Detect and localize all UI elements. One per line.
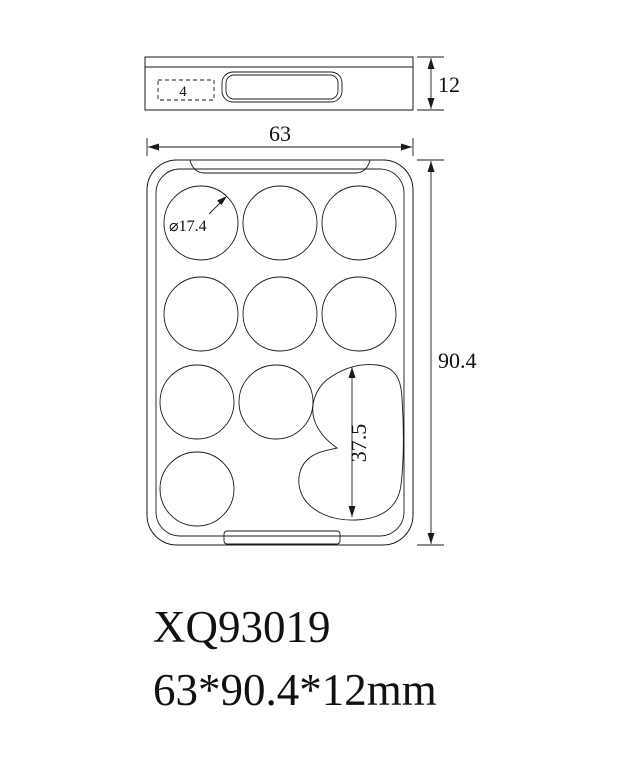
heart-pan bbox=[298, 364, 404, 521]
pan-circle bbox=[321, 276, 397, 352]
width-label: 63 bbox=[269, 121, 291, 146]
arrowhead-icon bbox=[427, 98, 435, 109]
arrowhead-icon bbox=[427, 161, 435, 172]
arrowhead-icon bbox=[217, 196, 227, 205]
clasp-outer-outline bbox=[221, 71, 343, 103]
heart-height-dimension: 37.5 bbox=[346, 367, 371, 517]
pan-circle bbox=[159, 451, 235, 527]
pan-diameter-callout: ⌀17.4 bbox=[169, 196, 227, 235]
arrowhead-icon bbox=[148, 143, 159, 151]
pan-circle bbox=[163, 276, 239, 352]
size-text: 63*90.4*12mm bbox=[153, 665, 437, 715]
pan-circle bbox=[163, 185, 239, 261]
height-label: 90.4 bbox=[438, 348, 477, 373]
pan-circle bbox=[238, 364, 314, 440]
height-dimension: 90.4 bbox=[417, 159, 477, 546]
palette-inner-wall bbox=[155, 168, 405, 537]
inner-depth-label: 4 bbox=[179, 84, 187, 100]
arrowhead-icon bbox=[348, 506, 356, 517]
lid-notch bbox=[189, 159, 371, 174]
pan-circle bbox=[159, 364, 235, 440]
hidden-depth-dashed-box bbox=[157, 79, 215, 101]
width-dimension: 63 bbox=[146, 121, 414, 156]
thickness-label: 12 bbox=[438, 72, 460, 97]
product-code: XQ93019 bbox=[153, 602, 331, 652]
front-view: ⌀17.4 37.5 bbox=[146, 159, 414, 546]
palette-outer-outline bbox=[146, 159, 414, 546]
heart-height-label: 37.5 bbox=[346, 424, 371, 463]
side-view-outline bbox=[144, 56, 414, 111]
arrowhead-icon bbox=[348, 367, 356, 378]
pan-circle bbox=[242, 276, 318, 352]
arrowhead-icon bbox=[427, 533, 435, 544]
arrowhead-icon bbox=[401, 143, 412, 151]
title-block: XQ93019 63*90.4*12mm bbox=[153, 602, 437, 715]
pan-diameter-label: ⌀17.4 bbox=[169, 218, 207, 235]
bottom-clasp bbox=[223, 530, 341, 545]
clasp-inner-outline bbox=[225, 74, 339, 100]
side-view: 4 bbox=[144, 56, 414, 111]
pan-circle bbox=[242, 185, 318, 261]
arrowhead-icon bbox=[427, 58, 435, 69]
pan-circle bbox=[321, 185, 397, 261]
thickness-dimension: 12 bbox=[417, 56, 460, 111]
